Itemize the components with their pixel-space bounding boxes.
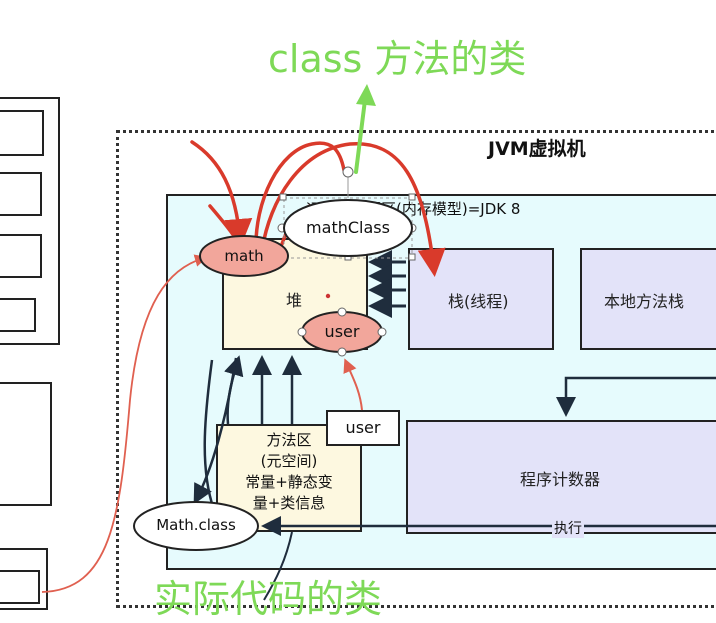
heap-to-mathclass-curve [193, 357, 238, 505]
user-box-label: user [345, 418, 381, 437]
method-area-line-3: 常量+静态变 [245, 473, 333, 491]
annotation-bottom: 实际代码的类 [154, 577, 383, 621]
left-box-6 [0, 548, 48, 610]
stack-to-heap-arrows [368, 250, 406, 318]
user-ellipse-handles [297, 307, 387, 357]
left-panel-frame [0, 97, 60, 345]
left-to-math-curve [41, 254, 208, 593]
user-label: user [324, 322, 360, 341]
userbox-to-user-arrow [343, 358, 363, 411]
annotation-top: class 方法的类 [268, 37, 527, 81]
stack-region [408, 248, 554, 350]
heap-label: 堆 [286, 291, 303, 310]
bottom-curve [263, 531, 293, 601]
native-stack-region [580, 248, 716, 350]
method-area-line-2: (元空间) [260, 452, 318, 470]
execute-label: 执行 [552, 518, 584, 538]
left-box-7 [0, 570, 40, 604]
user-box [326, 410, 400, 446]
pc-entry-arrow [556, 376, 716, 417]
left-box-3 [0, 234, 42, 278]
math-label: math [224, 247, 264, 265]
mathclass-label: mathClass [306, 218, 390, 237]
math-class-file-ellipse [133, 501, 259, 551]
program-counter-region [406, 420, 716, 534]
method-area-line-4: 量+类信息 [252, 494, 326, 512]
mathclass-ellipse [283, 199, 413, 257]
method-area-text: 方法区 (元空间) 常量+静态变 量+类信息 [216, 430, 362, 514]
method-area-to-heap-arrows [203, 355, 302, 511]
left-box-4 [0, 298, 36, 332]
native-stack-label: 本地方法栈 [604, 292, 685, 311]
math-ellipse [199, 235, 289, 277]
stack-label: 栈(线程) [448, 292, 509, 311]
left-box-2 [0, 172, 42, 216]
jvm-title: JVM虚拟机 [488, 138, 586, 160]
selection-rotate-handle [342, 166, 354, 178]
heap-dot [325, 293, 331, 299]
left-box-5 [0, 382, 52, 506]
jvm-frame [116, 130, 716, 608]
left-box-1 [0, 110, 44, 156]
green-arrow [354, 84, 376, 174]
math-class-file-label: Math.class [156, 516, 236, 534]
method-area-line-1: 方法区 [266, 431, 312, 449]
program-counter-label: 程序计数器 [520, 470, 601, 489]
